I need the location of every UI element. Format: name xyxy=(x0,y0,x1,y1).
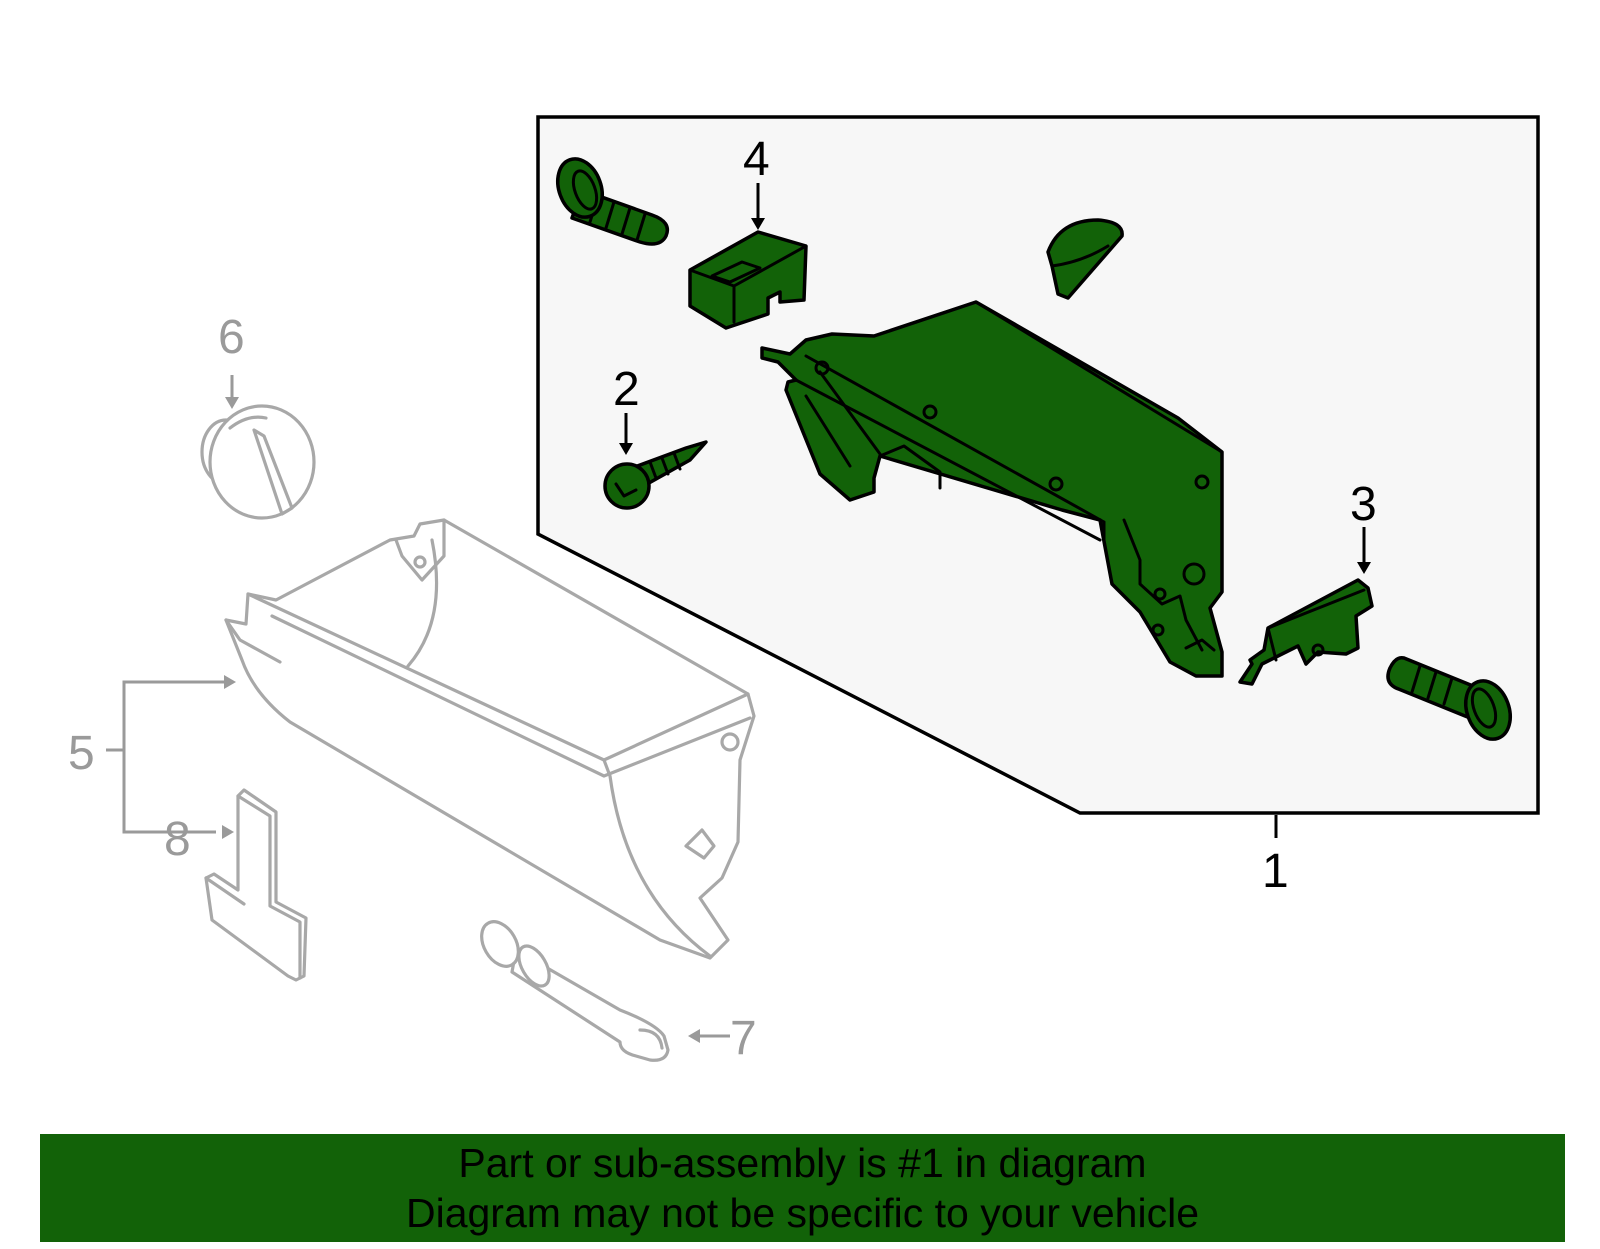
bolt-top-left xyxy=(556,157,670,246)
latch-part-3 xyxy=(1238,578,1374,686)
callout-6: 6 xyxy=(218,311,245,364)
clip-part-4 xyxy=(688,230,808,330)
pin-part-7 xyxy=(480,920,670,1062)
callout-7: 7 xyxy=(730,1012,757,1065)
callout-2-arrowhead xyxy=(619,443,633,455)
callout-5-bracket xyxy=(122,680,230,834)
callout-4-arrowhead xyxy=(751,218,765,230)
callout-8: 8 xyxy=(164,813,191,866)
callout-3-arrowhead xyxy=(1357,562,1371,574)
bracket-part-8 xyxy=(204,788,308,982)
banner-line-1: Part or sub-assembly is #1 in diagram xyxy=(458,1140,1147,1186)
glove-box-housing xyxy=(760,300,1224,678)
callout-5: 5 xyxy=(68,727,95,780)
callout-4: 4 xyxy=(743,133,770,186)
bumper-part xyxy=(1046,218,1124,300)
callout-5-arrowhead xyxy=(224,675,236,689)
callout-1: 1 xyxy=(1262,845,1289,898)
callout-2: 2 xyxy=(613,363,640,416)
callout-6-arrowhead xyxy=(225,397,239,409)
callout-7-arrowhead xyxy=(688,1029,700,1043)
callout-8-arrowhead xyxy=(222,825,234,839)
glove-box-door-part-5 xyxy=(224,518,756,960)
screw-part-2 xyxy=(603,440,708,510)
banner-line-2: Diagram may not be specific to your vehi… xyxy=(405,1190,1199,1236)
bolt-bottom-right xyxy=(1386,655,1512,741)
info-banner: Part or sub-assembly is #1 in diagram Di… xyxy=(40,1134,1565,1242)
knob-part-6 xyxy=(200,404,316,520)
callout-3: 3 xyxy=(1350,478,1377,531)
